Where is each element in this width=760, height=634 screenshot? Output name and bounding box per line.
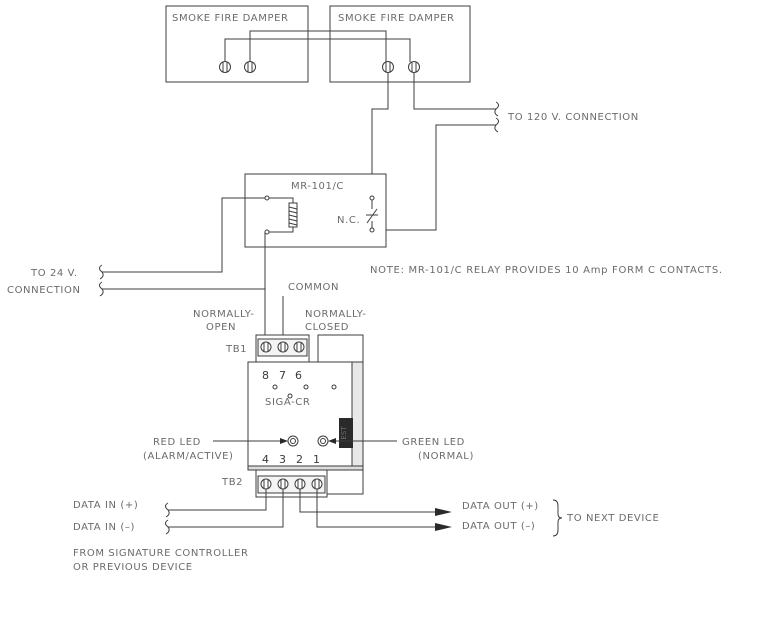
tb1-pin-7: 7 xyxy=(279,369,286,382)
break-symbol-24v-upper xyxy=(99,264,104,280)
est-logo-icon: EST xyxy=(339,418,353,448)
red-led-label-line2: (ALARM/ACTIVE) xyxy=(143,451,234,462)
relay-nc-contact-icon xyxy=(366,195,378,233)
est-logo-text: EST xyxy=(340,426,348,440)
to-next-device-brace-icon xyxy=(552,499,563,537)
tb2-pin-3: 3 xyxy=(279,453,286,466)
tb2-terminal-block xyxy=(255,469,328,498)
red-led-icon xyxy=(287,435,299,447)
tb2-pin-2: 2 xyxy=(296,453,303,466)
data-out-wires xyxy=(299,489,452,531)
tb1-screw-7 xyxy=(277,341,289,353)
smoke-fire-damper-left: SMOKE FIRE DAMPER xyxy=(165,5,309,83)
tb1-screw-6 xyxy=(293,341,305,353)
to-next-device-label: TO NEXT DEVICE xyxy=(566,513,659,524)
break-symbol-120v-upper xyxy=(494,101,499,117)
tb2-screw-3 xyxy=(277,478,289,490)
damper-left-terminal-1 xyxy=(219,61,231,73)
damper-left-terminal-2 xyxy=(244,61,256,73)
break-symbol-24v-lower xyxy=(99,281,104,297)
green-led-callout xyxy=(328,438,397,444)
tb2-screw-4 xyxy=(260,478,272,490)
common-label: COMMON xyxy=(288,282,339,293)
tb2-screw-1 xyxy=(311,478,323,490)
wire-to-120v xyxy=(371,73,499,231)
to-24v-label-line1: TO 24 V. xyxy=(30,268,78,279)
tb2-label: TB2 xyxy=(221,477,243,488)
relay-nc-label: N.C. xyxy=(337,215,360,226)
data-out-neg-label: DATA OUT (–) xyxy=(462,521,535,532)
normally-closed-label-line2: CLOSED xyxy=(305,322,349,333)
green-led-label-line1: GREEN LED xyxy=(402,437,465,448)
normally-closed-label-line1: NORMALLY- xyxy=(305,309,367,320)
tb1-screw-8 xyxy=(260,341,272,353)
normally-open-label-line1: NORMALLY- xyxy=(193,309,255,320)
to-120v-connection-label: TO 120 V. CONNECTION xyxy=(507,112,639,123)
relay-coil-icon xyxy=(264,195,298,235)
green-led-icon xyxy=(317,435,329,447)
mr-101c-relay: MR-101/C N.C. xyxy=(244,173,387,248)
data-in-wires xyxy=(165,489,284,535)
tb1-pin-8: 8 xyxy=(262,369,269,382)
module-name-label: SIGA-CR xyxy=(265,397,310,408)
tb2-pin-1: 1 xyxy=(313,453,320,466)
to-24v-label-line2: CONNECTION xyxy=(7,285,81,296)
red-led-label-line1: RED LED xyxy=(153,437,201,448)
from-controller-label-line1: FROM SIGNATURE CONTROLLER xyxy=(73,548,249,559)
normally-open-label-line2: OPEN xyxy=(206,322,236,333)
break-symbol-data-in-pos xyxy=(165,502,170,518)
break-symbol-data-in-neg xyxy=(165,519,170,535)
data-in-pos-label: DATA IN (+) xyxy=(73,500,138,511)
tb2-screw-2 xyxy=(294,478,306,490)
tb1-terminal-block xyxy=(255,334,310,363)
damper-right-label: SMOKE FIRE DAMPER xyxy=(338,13,455,24)
smoke-fire-damper-right: SMOKE FIRE DAMPER xyxy=(329,5,471,83)
from-controller-label-line2: OR PREVIOUS DEVICE xyxy=(73,562,193,573)
module-indicator-holes xyxy=(272,384,337,399)
wire-to-24v xyxy=(99,197,266,297)
relay-to-module-wires xyxy=(264,289,284,340)
tb2-pin-4: 4 xyxy=(262,453,269,466)
damper-right-terminal-2 xyxy=(408,61,420,73)
tb1-pin-6: 6 xyxy=(295,369,302,382)
break-symbol-120v-lower xyxy=(494,117,499,133)
green-led-label-line2: (NORMAL) xyxy=(418,451,474,462)
relay-note: NOTE: MR-101/C RELAY PROVIDES 10 Amp FOR… xyxy=(370,265,723,276)
red-led-callout xyxy=(213,438,288,444)
damper-left-label: SMOKE FIRE DAMPER xyxy=(172,13,289,24)
tb1-label: TB1 xyxy=(225,344,247,355)
data-in-neg-label: DATA IN (–) xyxy=(73,522,135,533)
siga-cr-module: TB1 8 7 6 SIGA-CR EST 4 3 2 xyxy=(221,334,364,498)
damper-interconnect-wires xyxy=(224,30,411,62)
data-out-pos-label: DATA OUT (+) xyxy=(462,501,539,512)
relay-title: MR-101/C xyxy=(291,181,344,192)
damper-right-terminal-1 xyxy=(382,61,394,73)
